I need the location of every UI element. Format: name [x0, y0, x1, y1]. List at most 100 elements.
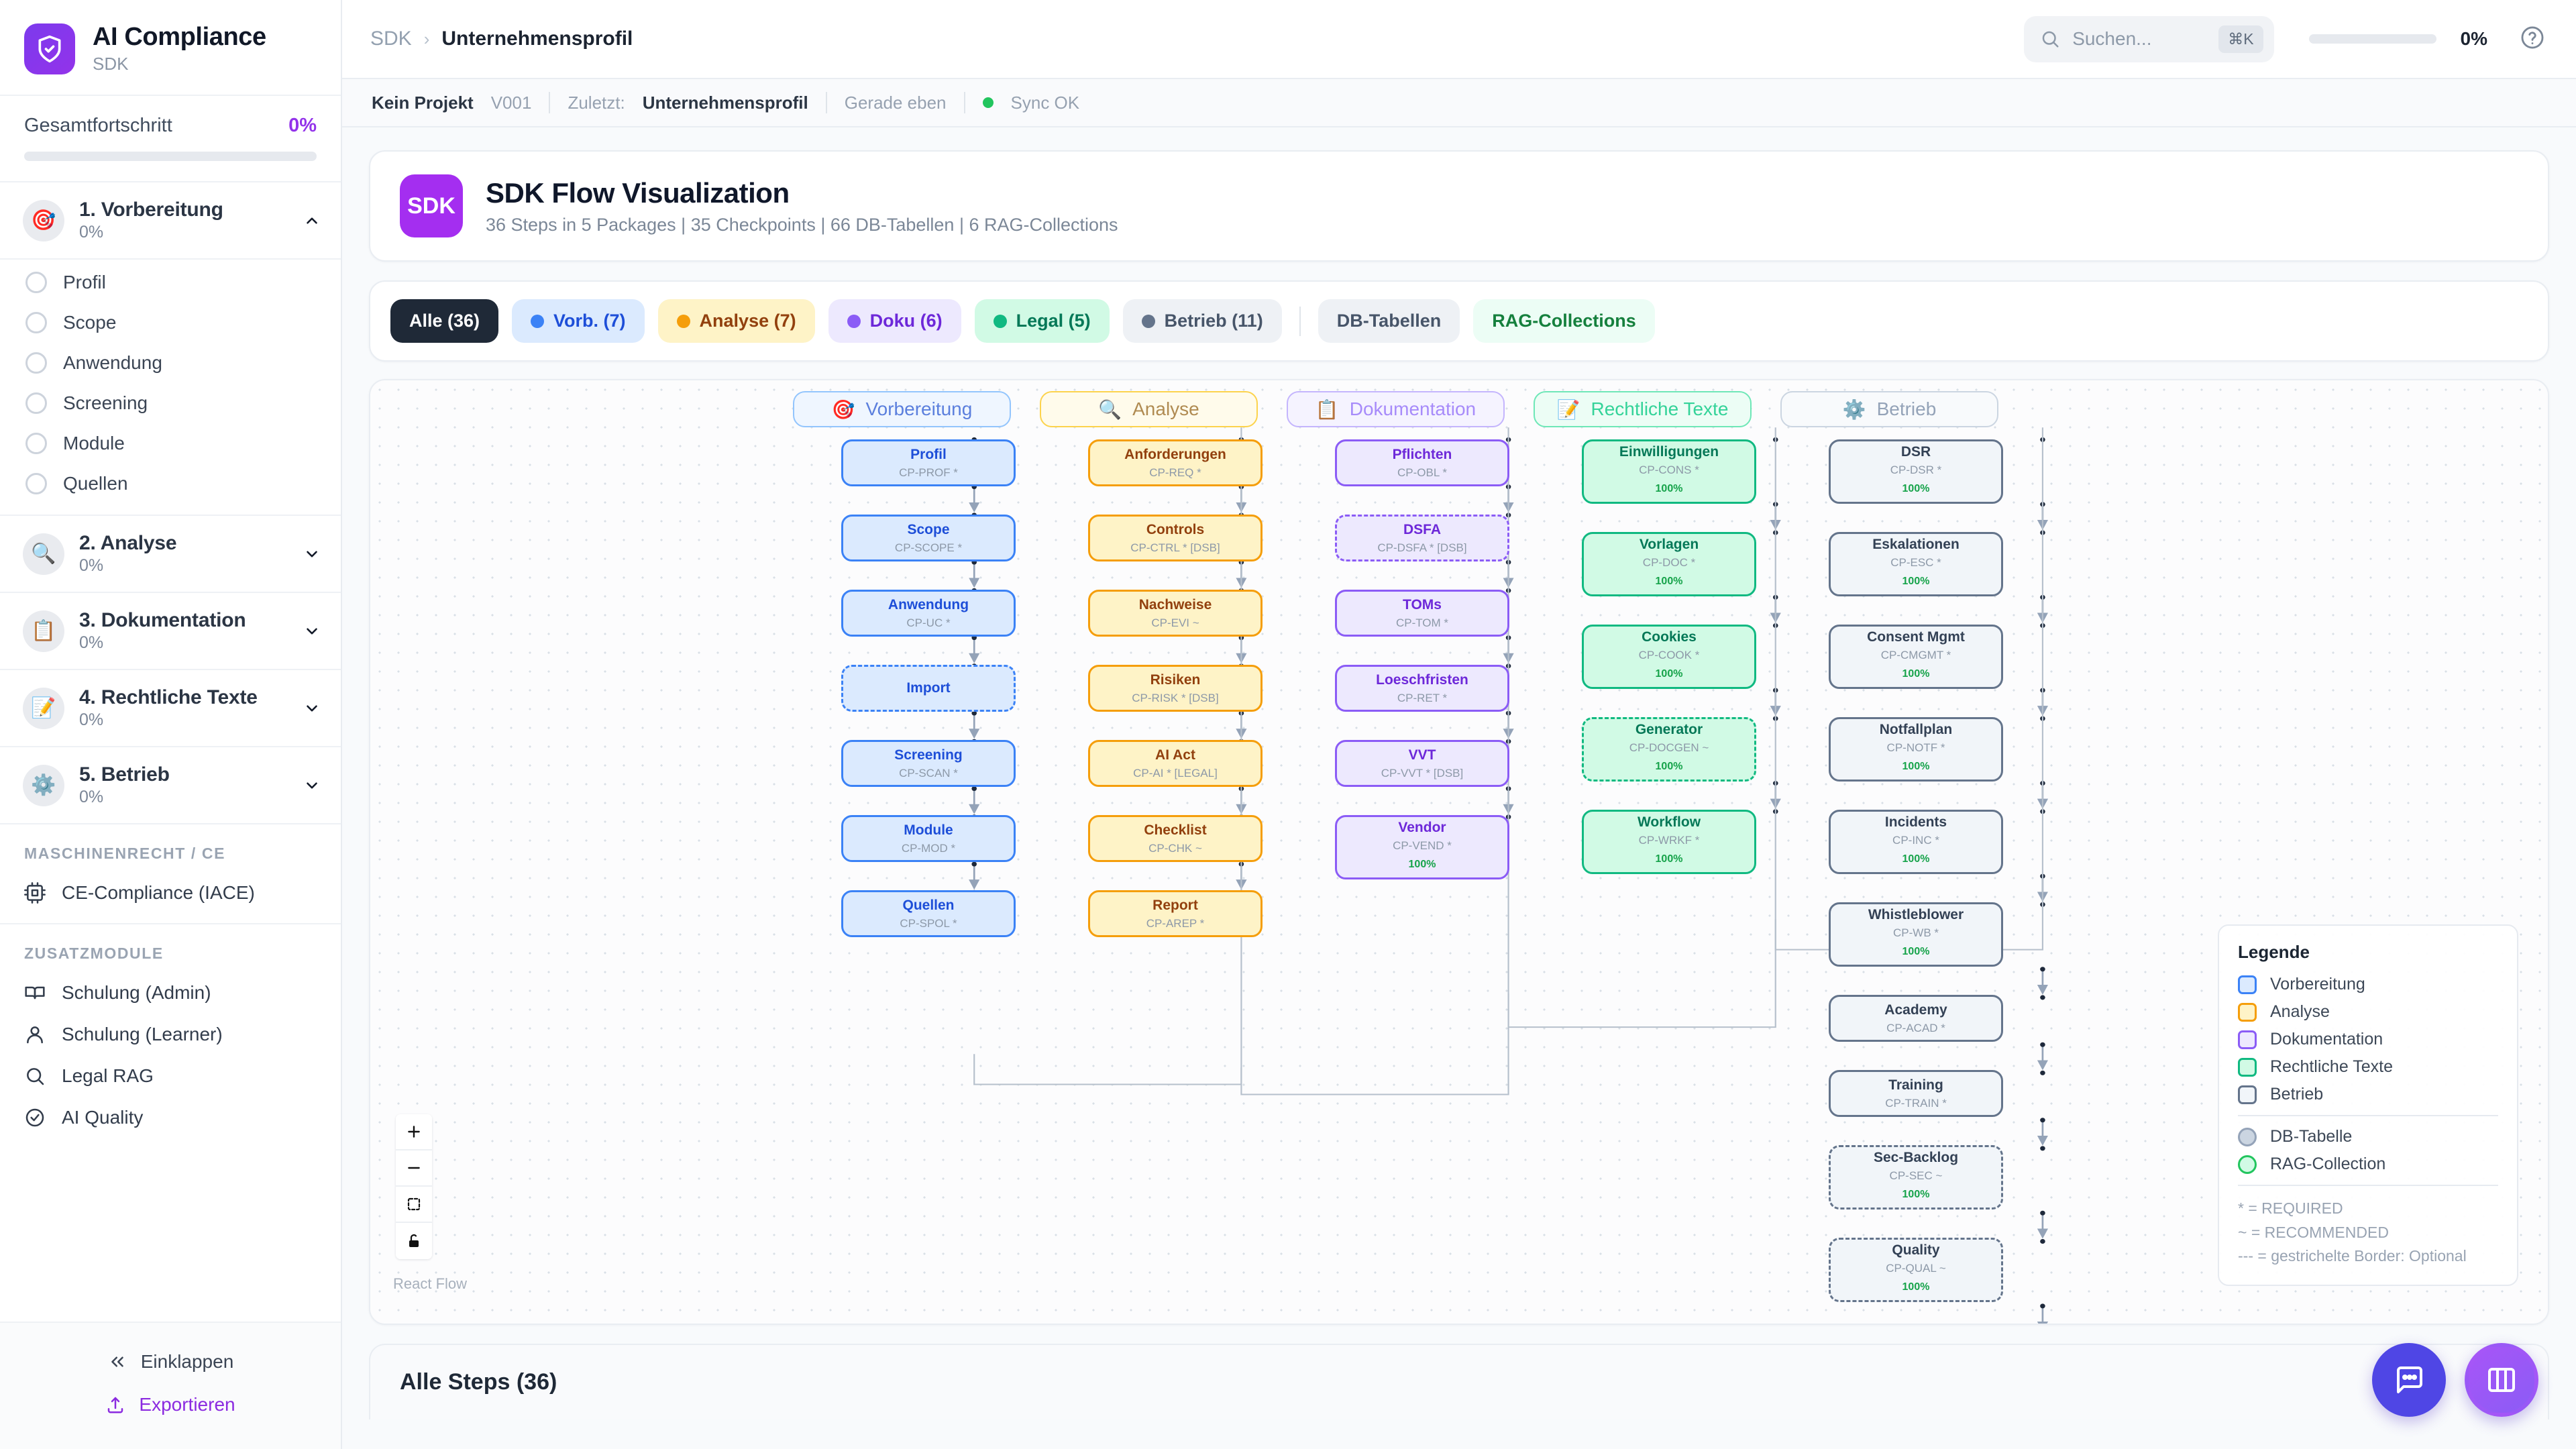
- sidebar-step-screening[interactable]: Screening: [0, 383, 341, 423]
- step-radio[interactable]: [25, 352, 47, 374]
- step-radio[interactable]: [25, 473, 47, 494]
- meta-separator: [963, 92, 965, 113]
- node-title: Screening: [894, 747, 963, 763]
- export-label: Exportieren: [139, 1394, 235, 1415]
- filter-chip-rag-collections[interactable]: RAG-Collections: [1473, 299, 1655, 343]
- node-title: Incidents: [1884, 814, 1947, 830]
- sidebar-item-ai-quality[interactable]: AI Quality: [0, 1097, 341, 1138]
- search-input[interactable]: Suchen... ⌘K: [2024, 15, 2274, 62]
- chevron-up-icon: [307, 217, 317, 224]
- filter-chip-db-tabellen[interactable]: DB-Tabellen: [1318, 299, 1460, 343]
- react-flow-attribution[interactable]: React Flow: [393, 1275, 468, 1292]
- phase-percent: 0%: [79, 633, 104, 652]
- step-radio[interactable]: [25, 392, 47, 414]
- node-code: CP-TRAIN *: [1885, 1096, 1947, 1110]
- help-circle-icon[interactable]: [2520, 25, 2545, 54]
- export-button[interactable]: Exportieren: [0, 1383, 341, 1426]
- lock-button[interactable]: [396, 1223, 432, 1259]
- sidebar-step-quellen[interactable]: Quellen: [0, 464, 341, 504]
- node-title: Module: [904, 822, 953, 838]
- breadcrumb-root[interactable]: SDK: [370, 28, 412, 50]
- filter-chip-alle-36[interactable]: Alle (36): [390, 299, 499, 343]
- sidebar-item-schulung-admin[interactable]: Schulung (Admin): [0, 972, 341, 1014]
- sidebar-item-schulung-learner[interactable]: Schulung (Learner): [0, 1014, 341, 1055]
- sidebar-phase-analyse[interactable]: 🔍 2. Analyse 0%: [0, 516, 341, 593]
- filter-chip-vorb-7[interactable]: Vorb. (7): [512, 299, 645, 343]
- filter-chip-analyse-7[interactable]: Analyse (7): [657, 299, 815, 343]
- sidebar-step-module[interactable]: Module: [0, 423, 341, 464]
- panel-fab[interactable]: [2465, 1343, 2538, 1417]
- chip-label: RAG-Collections: [1492, 311, 1636, 331]
- step-radio[interactable]: [25, 433, 47, 454]
- phase-name: 1. Vorbereitung: [79, 199, 223, 221]
- sidebar-phase-vorbereitung[interactable]: 🎯 1. Vorbereitung 0%: [0, 182, 341, 260]
- flow-canvas-card[interactable]: 🎯Vorbereitung🔍Analyse📋Dokumentation📝Rech…: [369, 379, 2549, 1325]
- group-icon: 🎯: [831, 398, 855, 420]
- sidebar-step-anwendung[interactable]: Anwendung: [0, 343, 341, 383]
- filter-chip-bar: Alle (36) Vorb. (7) Analyse (7) Doku (6) Leg…: [369, 280, 2549, 362]
- content-area: SDK SDK Flow Visualization 36 Steps in 5…: [342, 127, 2576, 1449]
- legend-swatch: [2238, 1002, 2257, 1022]
- sidebar-brand[interactable]: AI Compliance SDK: [0, 0, 341, 96]
- sidebar-section-extra-heading: ZUSATZMODULE: [24, 945, 164, 962]
- filter-chip-legal-5[interactable]: Legal (5): [974, 299, 1110, 343]
- chip-dot: [1141, 314, 1155, 328]
- sidebar-item-ce-compliance[interactable]: CE-Compliance (IACE): [0, 872, 341, 914]
- react-flow-canvas[interactable]: 🎯Vorbereitung🔍Analyse📋Dokumentation📝Rech…: [370, 380, 2548, 1324]
- page-subtitle: 36 Steps in 5 Packages | 35 Checkpoints …: [486, 214, 1118, 235]
- zoom-in-button[interactable]: [396, 1114, 432, 1150]
- sidebar-step-profil[interactable]: Profil: [0, 262, 341, 303]
- collapse-sidebar-button[interactable]: Einklappen: [0, 1340, 341, 1383]
- filter-chip-betrieb-11[interactable]: Betrieb (11): [1122, 299, 1282, 343]
- step-radio[interactable]: [25, 272, 47, 293]
- sidebar-phase-dokumentation[interactable]: 📋 3. Dokumentation 0%: [0, 593, 341, 670]
- brand-title: AI Compliance: [93, 23, 266, 51]
- zoom-out-button[interactable]: [396, 1150, 432, 1187]
- flow-node-import[interactable]: Import: [841, 665, 1016, 712]
- step-radio[interactable]: [25, 312, 47, 333]
- sidebar-phase-rechtliche-texte[interactable]: 📝 4. Rechtliche Texte 0%: [0, 670, 341, 747]
- sidebar-step-scope[interactable]: Scope: [0, 303, 341, 343]
- sidebar-phase-betrieb[interactable]: ⚙️ 5. Betrieb 0%: [0, 747, 341, 824]
- step-label: Anwendung: [63, 352, 162, 373]
- chat-fab[interactable]: [2372, 1343, 2446, 1417]
- sidebar-item-legal-rag[interactable]: Legal RAG: [0, 1055, 341, 1097]
- filter-chip-doku-6[interactable]: Doku (6): [828, 299, 961, 343]
- fit-view-button[interactable]: [396, 1187, 432, 1223]
